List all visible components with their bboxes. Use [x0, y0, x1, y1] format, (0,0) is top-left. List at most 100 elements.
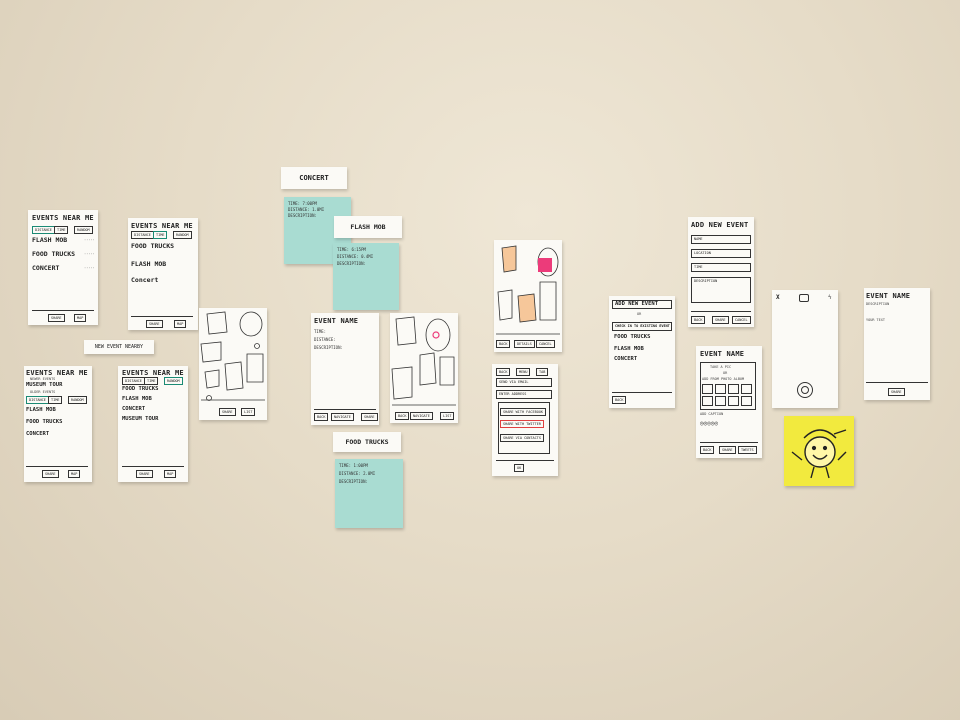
bottom-rule — [691, 311, 751, 312]
bottom-rule — [131, 316, 193, 317]
photo-album-label[interactable]: ADD FROM PHOTO ALBUM — [702, 377, 745, 381]
ok-button[interactable]: OK — [514, 464, 525, 472]
list-item[interactable]: FOOD TRUCKS — [131, 242, 175, 250]
nearby-list-screen: EVENTS NEAR ME DISTANCE TIME RANDOM FLAS… — [28, 210, 98, 325]
photo-thumb[interactable] — [741, 384, 752, 394]
map-drawing[interactable] — [199, 308, 267, 420]
share-button[interactable]: SHARE — [361, 413, 378, 421]
time-field[interactable]: TIME — [691, 263, 751, 272]
tab-random[interactable]: RANDOM — [164, 377, 183, 385]
list-item[interactable]: FLASH MOB — [131, 260, 167, 268]
list-item[interactable]: FOOD TRUCKS — [122, 386, 159, 392]
list-item[interactable]: FLASH MOB — [122, 396, 152, 402]
share-twitter-button[interactable]: SHARE WITH TWITTER — [500, 420, 544, 428]
map-button[interactable]: MAP — [68, 470, 81, 478]
photo-thumb[interactable] — [715, 396, 726, 406]
navigate-button[interactable]: NAVIGATE — [410, 412, 433, 420]
description-field[interactable]: DESCRIPTION — [691, 277, 751, 303]
tab-distance[interactable]: DISTANCE — [131, 231, 154, 239]
photo-thumb[interactable] — [702, 384, 713, 394]
close-icon[interactable]: X — [776, 294, 780, 301]
photo-grid[interactable] — [702, 384, 752, 406]
list-item[interactable]: FOOD TRUCKS — [32, 250, 76, 258]
back-button[interactable]: BACK — [314, 413, 329, 421]
back-button[interactable]: BACK — [700, 446, 715, 454]
note-line: TIME: 6:15PM — [337, 247, 366, 252]
tab-time[interactable]: TIME — [144, 377, 159, 385]
share-button[interactable]: SHARE — [712, 316, 729, 324]
share-button[interactable]: SHARE — [219, 408, 236, 416]
list-item[interactable]: FOOD TRUCKS — [614, 334, 651, 340]
cancel-button[interactable]: CANCEL — [536, 340, 555, 348]
tab-back[interactable]: BACK — [496, 368, 511, 376]
tab-tab[interactable]: TAB — [536, 368, 549, 376]
share-button[interactable]: SHARE — [42, 470, 59, 478]
list-item[interactable]: Concert — [131, 276, 159, 284]
list-item-new[interactable]: MUSEUM TOUR — [26, 382, 63, 388]
map-button[interactable]: MAP — [174, 320, 187, 328]
back-button[interactable]: BACK — [612, 396, 627, 404]
social-icons[interactable]: ◎◎◎◎◎ — [700, 420, 719, 427]
map-button[interactable]: MAP — [164, 470, 177, 478]
tab-random[interactable]: RANDOM — [173, 231, 192, 239]
shutter-button[interactable] — [797, 382, 813, 398]
share-button[interactable]: SHARE — [888, 388, 905, 396]
or-text: OR — [723, 371, 728, 375]
back-button[interactable]: BACK — [395, 412, 410, 420]
photo-thumb[interactable] — [728, 384, 739, 394]
list-item[interactable]: CONCERT — [32, 264, 60, 272]
tab-menu[interactable]: MENU — [516, 368, 531, 376]
event-detail-screen: EVENT NAME TIME: DISTANCE: DESCRIPTION: … — [311, 313, 379, 425]
tab-distance[interactable]: DISTANCE — [26, 396, 49, 404]
take-a-pic-label[interactable]: TAKE A PIC — [710, 365, 732, 369]
note-line: TIME: 1:00PM — [339, 463, 368, 468]
list-item[interactable]: CONCERT — [122, 406, 146, 412]
tab-distance[interactable]: DISTANCE — [122, 377, 145, 385]
random-list-screen: EVENTS NEAR ME DISTANCE TIME RANDOM FOOD… — [118, 366, 188, 482]
share-button[interactable]: SHARE — [146, 320, 163, 328]
time-list-screen: EVENTS NEAR ME DISTANCE TIME RANDOM FOOD… — [128, 218, 198, 330]
list-item[interactable]: FLASH MOB — [614, 346, 644, 352]
share-button[interactable]: SHARE — [719, 446, 736, 454]
navigate-button[interactable]: NAVIGATE — [331, 413, 354, 421]
list-item[interactable]: CONCERT — [614, 356, 638, 362]
back-button[interactable]: BACK — [691, 316, 706, 324]
tab-time[interactable]: TIME — [153, 231, 168, 239]
share-facebook-button[interactable]: SHARE WITH FACEBOOK — [500, 408, 547, 416]
share-button[interactable]: SHARE — [136, 470, 153, 478]
photo-thumb[interactable] — [728, 396, 739, 406]
details-button[interactable]: DETAILS — [514, 340, 535, 348]
map-drawing[interactable] — [494, 240, 562, 352]
photo-thumb[interactable] — [702, 396, 713, 406]
list-item[interactable]: FLASH MOB — [32, 236, 68, 244]
tab-random[interactable]: RANDOM — [74, 226, 93, 234]
tab-distance[interactable]: DISTANCE — [32, 226, 55, 234]
tab-random[interactable]: RANDOM — [68, 396, 87, 404]
list-item[interactable]: CONCERT — [26, 431, 50, 437]
share-button[interactable]: SHARE — [48, 314, 65, 322]
map-drawing[interactable] — [390, 313, 458, 423]
list-item[interactable]: FLASH MOB — [26, 407, 56, 413]
address-field[interactable]: ENTER ADDRESS — [496, 390, 552, 399]
list-item[interactable]: FOOD TRUCKS — [26, 419, 63, 425]
location-field[interactable]: LOCATION — [691, 249, 751, 258]
map-button[interactable]: MAP — [74, 314, 87, 322]
send-via-email-field[interactable]: SEND VIA EMAIL — [496, 378, 552, 387]
share-contacts-button[interactable]: SHARE VIA CONTACTS — [500, 434, 544, 442]
camera-icon[interactable] — [799, 294, 809, 302]
list-button[interactable]: LIST — [440, 412, 455, 420]
list-button[interactable]: LIST — [241, 408, 256, 416]
name-field[interactable]: NAME — [691, 235, 751, 244]
cancel-button[interactable]: CANCEL — [732, 316, 751, 324]
photo-thumb[interactable] — [741, 396, 752, 406]
tweets-button[interactable]: TWEETS — [738, 446, 757, 454]
list-item[interactable]: MUSEUM TOUR — [122, 416, 159, 422]
tab-time[interactable]: TIME — [48, 396, 63, 404]
back-button[interactable]: BACK — [496, 340, 511, 348]
check-in-button[interactable]: CHECK IN TO EXISTING EVENT — [612, 322, 672, 331]
tab-time[interactable]: TIME — [54, 226, 69, 234]
caption-text[interactable]: YOUR TEXT — [866, 318, 885, 322]
add-new-event-button[interactable]: ADD NEW EVENT — [612, 300, 672, 309]
flash-icon[interactable]: ϟ — [828, 294, 832, 301]
photo-thumb[interactable] — [715, 384, 726, 394]
